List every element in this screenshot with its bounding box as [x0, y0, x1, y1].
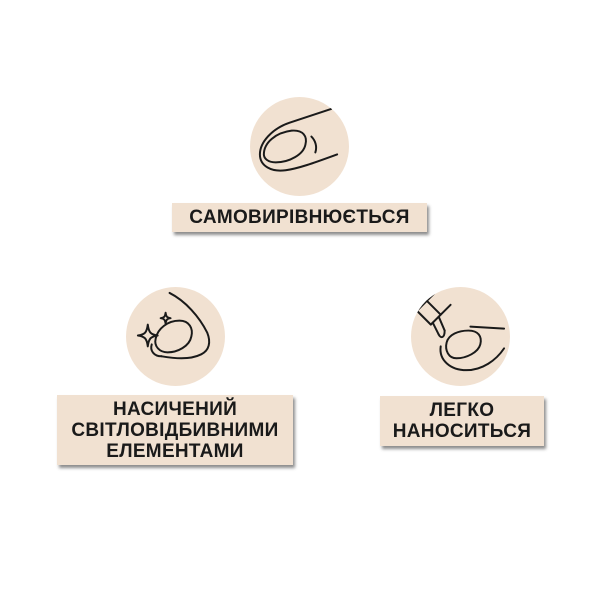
nail-icon	[258, 107, 339, 172]
label-line: ЕЛЕМЕНТАМИ	[106, 440, 244, 462]
label-line: ЛЕГКО	[429, 400, 495, 421]
feature-easy-apply-label: ЛЕГКО НАНОСИТЬСЯ	[380, 396, 544, 446]
brush-nail-icon	[415, 291, 506, 372]
sparkle-nail-icon	[136, 291, 211, 360]
label-line: НАНОСИТЬСЯ	[392, 421, 532, 442]
label-line: НАСИЧЕНИЙ	[112, 398, 238, 420]
feature-easy-apply-badge	[411, 287, 510, 386]
feature-self-leveling-badge	[250, 97, 349, 196]
label-line: СВІТЛОВІДБИВНИМИ	[71, 419, 279, 441]
feature-light-reflecting-badge	[126, 287, 225, 386]
label-line: САМОВИРІВНЮЄТЬСЯ	[189, 207, 410, 228]
feature-self-leveling-label: САМОВИРІВНЮЄТЬСЯ	[172, 203, 427, 232]
feature-light-reflecting-label: НАСИЧЕНИЙ СВІТЛОВІДБИВНИМИ ЕЛЕМЕНТАМИ	[57, 395, 293, 465]
